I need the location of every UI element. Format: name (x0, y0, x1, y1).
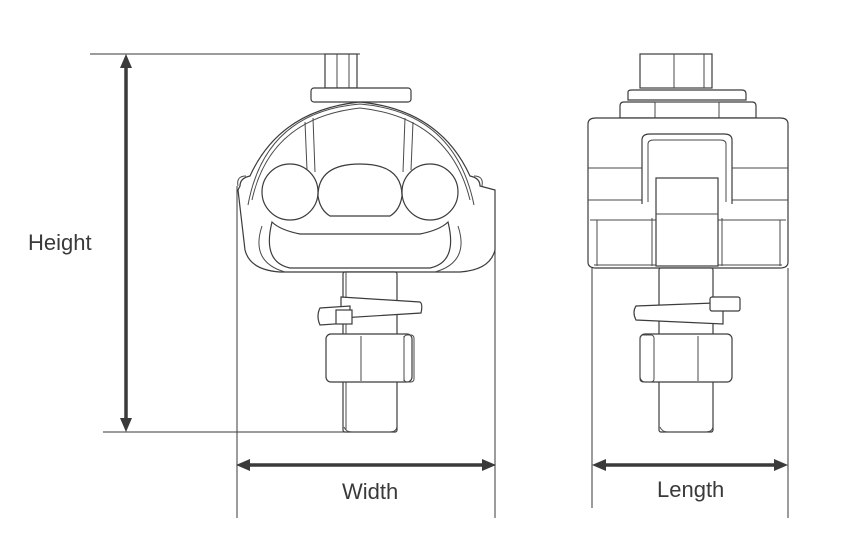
side-view-connector (587, 53, 789, 433)
front-view-connector (237, 53, 496, 433)
width-dimension (236, 186, 496, 518)
height-label: Height (28, 230, 92, 255)
width-label: Width (342, 479, 399, 504)
length-label: Length (657, 477, 725, 502)
length-dimension (591, 268, 789, 518)
height-dimension (90, 53, 370, 433)
